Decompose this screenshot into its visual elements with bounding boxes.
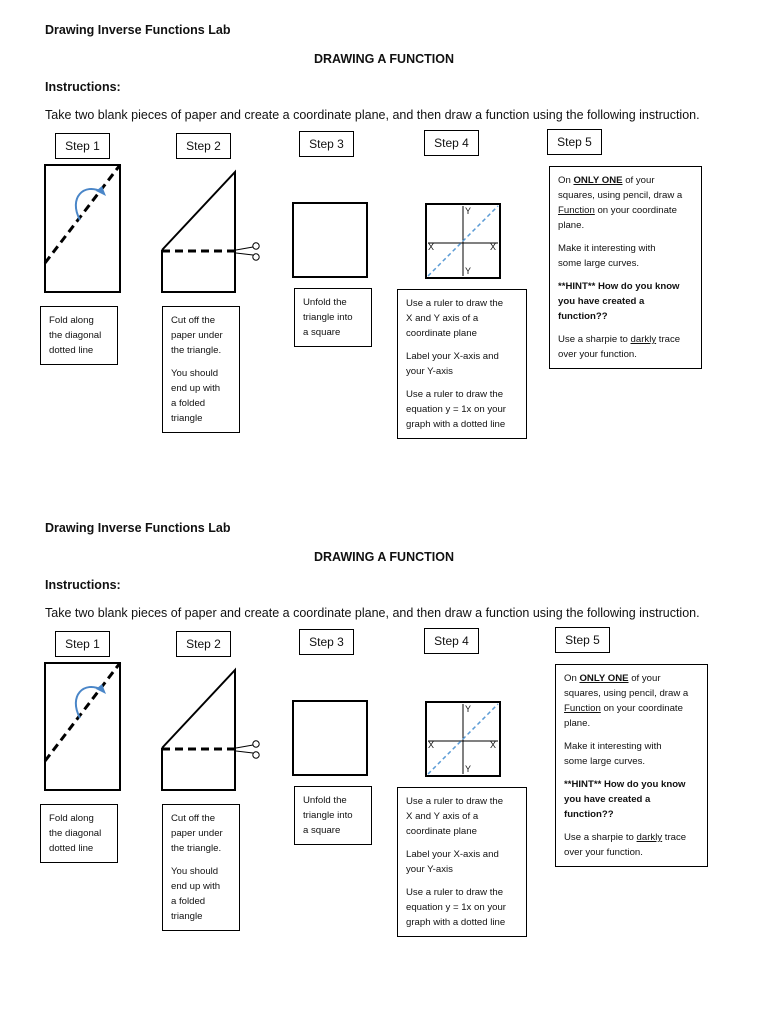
graph-y-label-top: Y — [465, 704, 472, 714]
step-2-label: Step 2 — [176, 133, 231, 159]
step-2-label: Step 2 — [176, 631, 231, 657]
scissors-icon — [235, 740, 260, 759]
step-1-fold-illustration — [43, 662, 122, 791]
section-subtitle: DRAWING A FUNCTION — [313, 52, 455, 66]
section-subtitle: DRAWING A FUNCTION — [313, 550, 455, 564]
graph-x-label-left: X — [428, 740, 435, 750]
graph-x-label-right: X — [490, 740, 497, 750]
step-3-label: Step 3 — [299, 629, 354, 655]
step-1-text: Fold along the diagonal dotted line — [40, 804, 118, 863]
curved-arrow-icon — [74, 685, 103, 719]
step-1-fold-illustration — [43, 164, 122, 293]
curved-arrow-icon — [74, 187, 103, 221]
step-1-text: Fold along the diagonal dotted line — [40, 306, 118, 365]
step-2-cut-illustration — [161, 667, 260, 791]
lab-title: Drawing Inverse Functions Lab — [45, 521, 231, 535]
step-5-label: Step 5 — [555, 627, 610, 653]
graph-x-label-left: X — [428, 242, 435, 252]
step-3-square-illustration — [292, 202, 368, 278]
instructions-label: Instructions: — [45, 578, 121, 592]
step-3-square-illustration — [292, 700, 368, 776]
step-3-text: Unfold the triangle into a square — [294, 288, 372, 347]
instructions-label: Instructions: — [45, 80, 121, 94]
instructions-text: Take two blank pieces of paper and creat… — [45, 606, 700, 620]
graph-y-label-top: Y — [465, 206, 472, 216]
step-4-label: Step 4 — [424, 628, 479, 654]
step-4-label: Step 4 — [424, 130, 479, 156]
step-1-label: Step 1 — [55, 133, 110, 159]
lab-title: Drawing Inverse Functions Lab — [45, 23, 231, 37]
graph-x-label-right: X — [490, 242, 497, 252]
step-3-text: Unfold the triangle into a square — [294, 786, 372, 845]
step-1-label: Step 1 — [55, 631, 110, 657]
step-2-cut-illustration — [161, 169, 260, 293]
scissors-icon — [235, 242, 260, 261]
graph-y-label-bottom: Y — [465, 764, 472, 774]
graph-y-label-bottom: Y — [465, 266, 472, 276]
step-3-label: Step 3 — [299, 131, 354, 157]
step-4-graph-illustration — [425, 701, 501, 777]
step-4-graph-illustration — [425, 203, 501, 279]
instructions-text: Take two blank pieces of paper and creat… — [45, 108, 700, 122]
step-5-label: Step 5 — [547, 129, 602, 155]
